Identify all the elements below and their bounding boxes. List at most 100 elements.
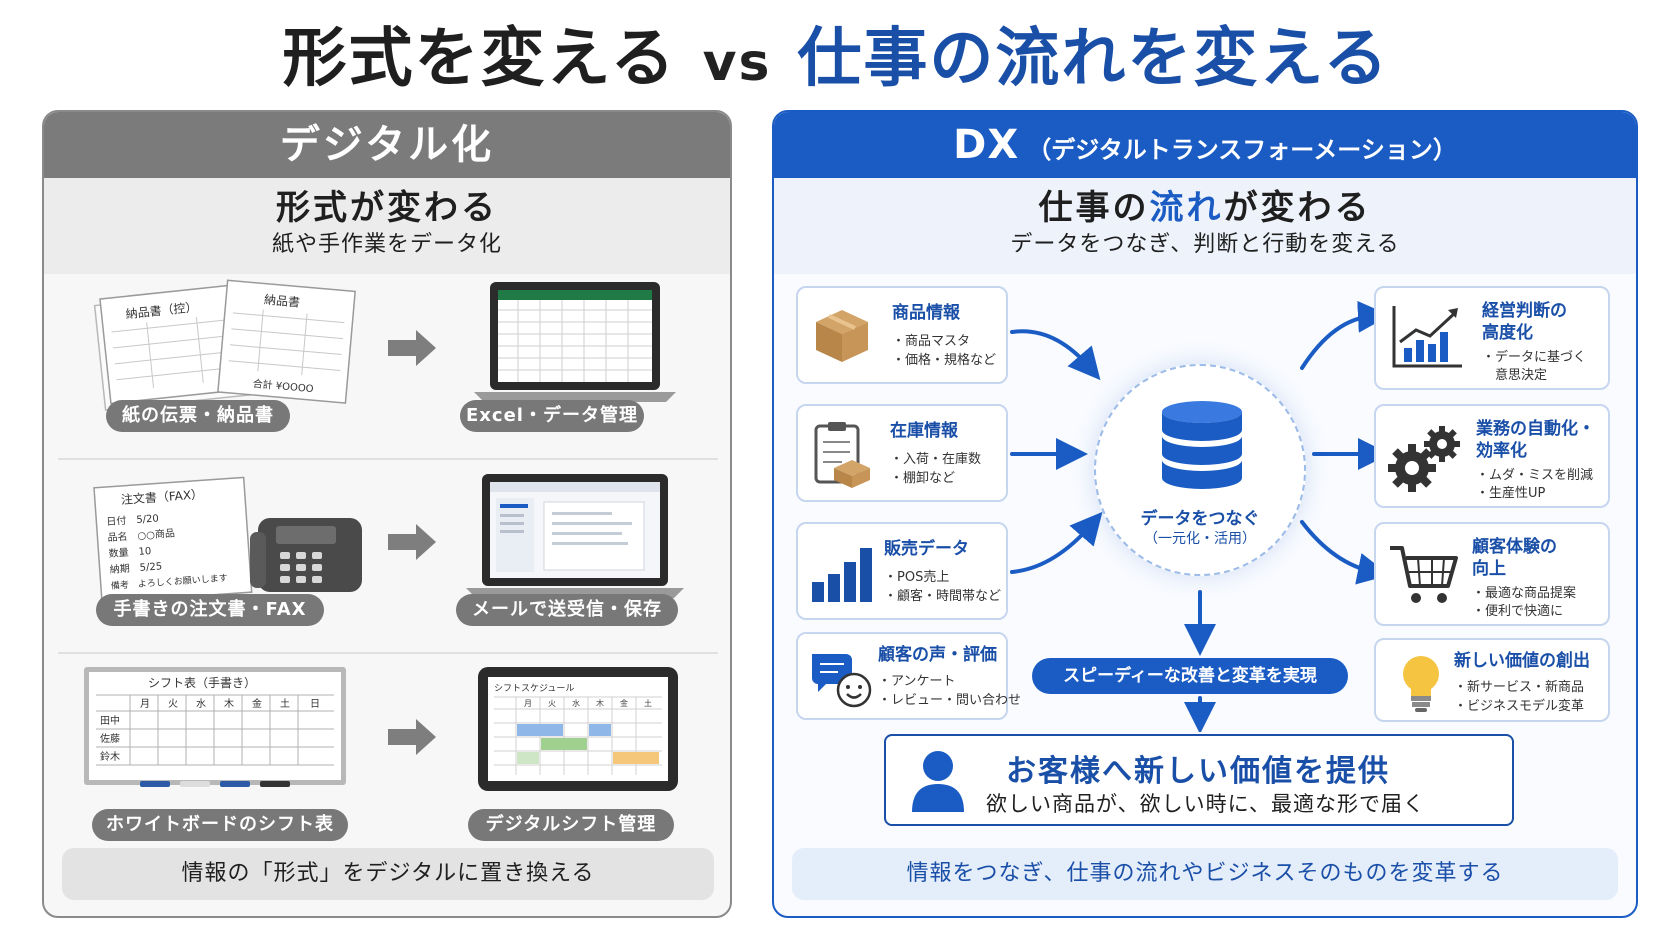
fax-line-date: 日付 5/20	[106, 511, 159, 528]
output-title-automation-1: 業務の自動化・	[1476, 419, 1595, 439]
arrow-hub-to-experience	[1300, 520, 1390, 585]
tablet-shift-illustration: シフトスケジュール 月 火 水 木 金 土	[478, 667, 678, 791]
paper-invoices-illustration: 納品書（控） 納品書 合計 ¥OOOO	[93, 279, 356, 411]
output-title-experience-1: 顧客体験の	[1472, 537, 1557, 557]
dx-heading-a: 仕事の	[1038, 188, 1150, 228]
arrow-right-icon	[388, 330, 436, 366]
dx-footer: 情報をつなぎ、仕事の流れやビジネスそのものを変革する	[792, 848, 1618, 900]
output-line: 意思決定	[1482, 368, 1548, 383]
label-paper-invoices: 紙の伝票・納品書	[106, 400, 290, 432]
wb-name-3: 鈴木	[100, 750, 120, 763]
fax-line-due: 納期 5/25	[109, 559, 162, 576]
title-part1: 形式を変える	[282, 22, 677, 96]
chat-icon	[812, 654, 872, 708]
wb-day-thu: 木	[224, 698, 234, 710]
input-card-voice: 顧客の声・評価 ・アンケート ・レビュー・問い合わせ	[796, 632, 1021, 720]
fax-order-illustration: 注文書（FAX） 日付 5/20 品名 ○○商品 数量 10 納期 5/25 備…	[93, 476, 362, 604]
output-title-experience-2: 向上	[1472, 559, 1506, 579]
input-line: ・POS売上	[884, 570, 950, 585]
dx-heading: 仕事の流れが変わる	[774, 186, 1636, 230]
dx-subheader: 仕事の流れが変わる データをつなぎ、判断と行動を変える	[774, 178, 1636, 274]
customer-value-subtitle: 欲しい商品が、欲しい時に、最適な形で届く	[986, 792, 1425, 816]
arrow-right-icon	[388, 719, 436, 755]
label-whiteboard-shift: ホワイトボードのシフト表	[92, 809, 348, 841]
speed-banner: スピーディーな改善と変革を実現	[1032, 658, 1348, 694]
output-title-management-2: 高度化	[1482, 323, 1533, 343]
tablet-day-fri: 金	[620, 698, 628, 708]
data-hub: データをつなぐ （一元化・活用）	[1094, 364, 1306, 576]
label-email-exchange: メールで送受信・保存	[456, 594, 678, 626]
gears-icon	[1388, 426, 1460, 492]
arrow-product-to-hub	[1010, 329, 1101, 381]
label-handwritten-fax: 手書きの注文書・FAX	[96, 594, 324, 626]
tablet-day-wed: 水	[572, 698, 580, 708]
cart-icon	[1390, 546, 1458, 603]
input-line: ・入荷・在庫数	[890, 452, 982, 467]
wb-day-tue: 火	[168, 698, 178, 710]
digitization-subheader: 形式が変わる 紙や手作業をデータ化	[44, 178, 730, 274]
laptop-excel-illustration	[474, 282, 676, 402]
row-divider	[58, 652, 718, 654]
tablet-day-mon: 月	[524, 699, 532, 708]
output-card-value-creation: 新しい価値の創出 ・新サービス・新商品 ・ビジネスモデル変革	[1374, 638, 1610, 722]
laptop-email-illustration	[466, 474, 684, 598]
wb-name-2: 佐藤	[100, 733, 120, 745]
wb-day-mon: 月	[140, 698, 150, 710]
output-line: ・便利で快適に	[1472, 604, 1564, 619]
input-title-inventory: 在庫情報	[890, 421, 958, 441]
tablet-day-tue: 火	[548, 699, 556, 708]
input-line: ・レビュー・問い合わせ	[878, 693, 1022, 708]
tablet-day-thu: 木	[596, 698, 604, 708]
digitization-header: デジタル化	[44, 112, 730, 178]
digitization-panel: デジタル化 形式が変わる 紙や手作業をデータ化 納品書（控） 納品書	[42, 110, 732, 918]
dx-subtext: データをつなぎ、判断と行動を変える	[1010, 232, 1400, 257]
box-icon	[816, 310, 868, 362]
output-line: ・ビジネスモデル変革	[1454, 699, 1585, 714]
output-title-automation-2: 効率化	[1476, 441, 1527, 461]
input-line: ・価格・規格など	[892, 353, 997, 368]
input-title-voice: 顧客の声・評価	[878, 645, 997, 665]
tablet-day-sat: 土	[644, 698, 652, 708]
whiteboard-title: シフト表（手書き）	[148, 676, 256, 690]
row-divider	[58, 458, 718, 460]
input-title-sales: 販売データ	[884, 539, 969, 559]
output-line: ・生産性UP	[1476, 486, 1546, 501]
dx-heading-highlight: 流れ	[1149, 188, 1224, 228]
fax-title: 注文書（FAX）	[120, 486, 203, 507]
fax-line-qty: 数量 10	[108, 544, 152, 560]
database-icon	[1162, 401, 1242, 489]
output-title-management-1: 経営判断の	[1482, 301, 1567, 321]
title-vs: vs	[702, 33, 772, 93]
dx-header: DX（デジタルトランスフォーメーション）	[774, 112, 1636, 178]
label-excel-management: Excel・データ管理	[460, 400, 644, 432]
dx-panel: DX（デジタルトランスフォーメーション） 仕事の流れが変わる データをつなぎ、判…	[772, 110, 1638, 918]
whiteboard-shift-illustration: シフト表（手書き） 月 火 水 木 金 土 日 田中 佐藤 鈴木	[84, 667, 346, 787]
person-icon	[912, 751, 964, 812]
input-title-product: 商品情報	[892, 303, 960, 323]
input-card-sales: 販売データ ・POS売上 ・顧客・時間帯など	[796, 522, 1008, 620]
tablet-title: シフトスケジュール	[494, 683, 574, 694]
digitization-footer: 情報の「形式」をデジタルに置き換える	[62, 848, 714, 900]
input-line: ・商品マスタ	[892, 334, 971, 349]
customer-value-box: お客様へ新しい価値を提供 欲しい商品が、欲しい時に、最適な形で届く	[884, 734, 1514, 826]
input-line: ・顧客・時間帯など	[884, 589, 1002, 604]
arrow-sales-to-hub	[1010, 511, 1103, 574]
arrow-hub-to-management	[1300, 300, 1390, 370]
wb-day-wed: 水	[196, 698, 206, 710]
dx-header-sub: （デジタルトランスフォーメーション）	[1027, 136, 1457, 164]
wb-day-sat: 土	[280, 697, 290, 710]
dx-heading-b: が変わる	[1223, 188, 1372, 228]
output-line: ・データに基づく	[1482, 350, 1587, 365]
output-line: ・新サービス・新商品	[1454, 680, 1585, 695]
input-line: ・アンケート	[878, 674, 956, 689]
output-title-value-creation: 新しい価値の創出	[1454, 651, 1590, 671]
digitization-subtext: 紙や手作業をデータ化	[271, 232, 502, 257]
dx-header-main: DX	[953, 122, 1020, 168]
input-line: ・棚卸など	[890, 471, 956, 486]
invoice-title: 納品書	[264, 293, 301, 310]
output-card-experience: 顧客体験の 向上 ・最適な商品提案 ・便利で快適に	[1374, 522, 1610, 626]
hub-title: データをつなぐ	[1140, 509, 1260, 529]
label-digital-shift: デジタルシフト管理	[468, 809, 674, 841]
output-card-management: 経営判断の 高度化 ・データに基づく 意思決定	[1374, 286, 1610, 390]
